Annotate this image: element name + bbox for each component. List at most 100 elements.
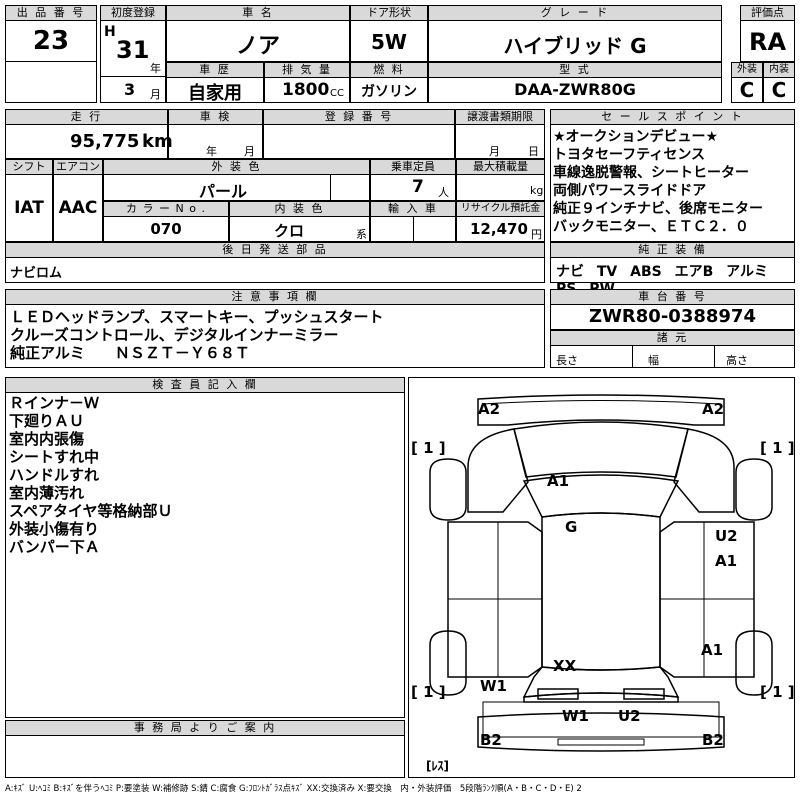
inspection-label: 車 検 (168, 109, 263, 125)
kei-unit: 系 (356, 228, 367, 241)
mileage-cell (5, 124, 168, 159)
mark-b2-left: B2 (480, 731, 502, 749)
max-load-cell (456, 174, 545, 201)
recycle-label: リサイクル預託金 (456, 201, 545, 217)
sales-point-list: ★オークションデビュー★ トヨタセーフティセンス 車線逸脱警報、シートヒーター … (553, 128, 793, 236)
mark-g-glass: G (565, 518, 577, 536)
office-cell (5, 735, 405, 778)
exterior-label: 外装 (731, 62, 763, 78)
notes-line: 純正アルミ ＮＳＺＴ－Ｙ６８Ｔ (10, 344, 250, 362)
spec-cell (550, 345, 795, 368)
model: DAA-ZWR80G (514, 80, 636, 99)
model-label: 型 式 (428, 62, 722, 78)
reg-month: 3 (124, 80, 136, 99)
shift: IAT (14, 198, 44, 218)
inspector-line: 室内薄汚れ (9, 484, 85, 502)
chassis-cell (550, 304, 795, 330)
color-no-label: カ ラ ー N o . (103, 201, 229, 217)
mark-w1-left: W1 (480, 677, 507, 695)
notes-line: クルーズコントロール、デジタルインナーミラー (10, 326, 339, 344)
first-reg-label: 初度登録 (100, 5, 166, 21)
max-load-label: 最大積載量 (456, 159, 545, 175)
color-no-cell (103, 216, 229, 242)
mark-less: [ﾚｽ] (426, 759, 449, 773)
doors-label: ドア形状 (350, 5, 428, 21)
equipment-item: ナビ (556, 264, 584, 280)
color-cell (103, 174, 370, 201)
spec-height: 高さ (726, 354, 748, 367)
mileage-label: 走 行 (5, 109, 168, 125)
ac: AAC (58, 198, 98, 218)
spec-div-1 (632, 345, 633, 368)
mark-a1-hood: A1 (547, 472, 569, 490)
ac-label: エアコン (53, 159, 103, 175)
sales-point-line: 車線逸脱警報、シートヒーター (553, 165, 749, 181)
ac-cell (53, 174, 103, 242)
sales-point-line: バックモニター、ＥＴＣ２．０ (553, 219, 749, 235)
shift-label: シフト (5, 159, 53, 175)
inspector-line: 下廻りＡＵ (9, 412, 85, 430)
mileage: 95,775 (70, 131, 140, 152)
insp-nen: 年 (206, 145, 217, 158)
sales-point-label: セ ー ル ス ポ イ ン ト (550, 109, 795, 125)
equipment-label: 純 正 装 備 (550, 242, 795, 258)
car-name-label: 車 名 (166, 5, 350, 21)
lot-no-divider (5, 61, 97, 62)
inspector-line: ハンドルすれ (9, 466, 100, 484)
capacity-cell (370, 174, 456, 201)
mark-xx: XX (553, 657, 577, 675)
era: H (104, 24, 116, 40)
color-divider (330, 174, 331, 201)
displacement: 1800 (282, 80, 330, 100)
grade-label: グ レ ー ド (428, 5, 722, 21)
later-parts-cell (5, 257, 545, 283)
mark-a2-right: A2 (702, 400, 724, 418)
color-no: 070 (150, 220, 182, 238)
grade-cell (428, 20, 722, 62)
mark-b2-right: B2 (702, 731, 724, 749)
inspection-cell (168, 124, 263, 159)
notes-cell (5, 304, 545, 368)
chassis-label: 車 台 番 号 (550, 289, 795, 305)
mark-tire-fl: [ 1 ] (411, 439, 446, 457)
mark-u2: U2 (715, 527, 738, 545)
sales-point-line: 両側パワースライドドア (553, 183, 707, 199)
equipment-cell (550, 257, 795, 283)
spec-width: 幅 (648, 354, 659, 367)
notes-list: ＬＥＤヘッドランプ、スマートキー、プッシュスタート クルーズコントロール、デジタ… (10, 308, 540, 362)
import-label: 輸 入 車 (370, 201, 456, 217)
rating-cell (740, 20, 795, 62)
spec-label: 諸 元 (550, 330, 795, 346)
int-color-label: 内 装 色 (229, 201, 370, 217)
interior-grade: C (771, 78, 787, 102)
displacement-cell (264, 77, 350, 103)
rating: RA (748, 28, 787, 56)
interior-cell (763, 77, 795, 103)
inspector-line: 外装小傷有り (9, 520, 100, 538)
doors: 5W (371, 30, 407, 54)
mark-a1-right: A1 (715, 552, 737, 570)
inspector-line: シートすれ中 (9, 448, 100, 466)
inspector-cell (5, 392, 405, 718)
recycle-cell (456, 216, 545, 242)
fuel: ガソリン (361, 84, 417, 100)
spec-length: 長さ (556, 354, 578, 367)
inspector-line: スペアタイヤ等格納部Ｕ (9, 502, 173, 520)
mark-tire-fr: [ 1 ] (760, 439, 795, 457)
later-parts: ナビロム (10, 266, 63, 281)
rating-label: 評価点 (740, 5, 795, 21)
reg-no-label: 登 録 番 号 (263, 109, 455, 125)
displacement-label: 排 気 量 (264, 62, 350, 78)
sales-point-line: 純正９インチナビ、後席モニター (553, 201, 763, 217)
mark-tire-rr: [ 1 ] (760, 683, 795, 701)
kg-unit: kg (530, 184, 544, 197)
transfer-tsuki: 月 (489, 145, 500, 158)
int-color-cell (229, 216, 370, 242)
sales-point-line: ★オークションデビュー★ (553, 129, 719, 145)
capacity-label: 乗車定員 (370, 159, 456, 175)
history-cell (166, 77, 264, 103)
nen-label: 年 (150, 62, 161, 75)
lot-no-label: 出 品 番 号 (5, 5, 97, 21)
first-reg-divider (100, 76, 166, 77)
mark-w1-rear: W1 (562, 707, 589, 725)
